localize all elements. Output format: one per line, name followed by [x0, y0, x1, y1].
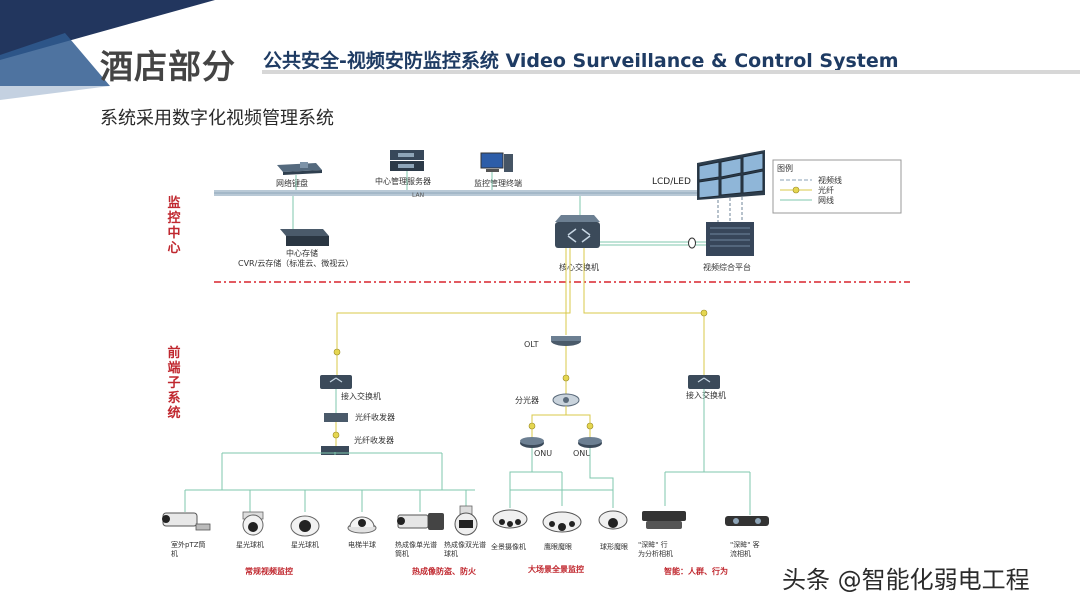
video-platform-label: 视频综合平台 — [703, 262, 751, 272]
camera-label-line: 流相机 — [730, 549, 751, 558]
monitor-terminal-label: 监控管理终端 — [474, 178, 522, 188]
section-label-control-center: 监控中心 — [167, 196, 181, 256]
fiber-node — [333, 348, 341, 356]
lcd-label: LCD/LED — [652, 177, 691, 187]
watermark: 头条 @智能化弱电工程 — [782, 560, 1030, 595]
section-label-frontend: 前端子系统 — [167, 346, 181, 421]
camera-label-line: 为分析相机 — [638, 549, 673, 558]
olt-label: OLT — [524, 340, 539, 349]
camera-label-line: 鹰眼魔眼 — [544, 542, 572, 551]
camera-label: "深眸" 客流相机 — [730, 540, 760, 558]
core-switch-label: 核心交换机 — [559, 262, 599, 272]
camera-label-line: 球形魔眼 — [600, 542, 628, 551]
storage-label-2: CVR/云存储（标准云、微视云） — [238, 258, 353, 268]
central-server-label: 中心管理服务器 — [375, 176, 431, 186]
network-keyboard-icon — [277, 162, 322, 175]
spherical-camera-icon — [598, 510, 628, 530]
page-subtitle: 公共安全-视频安防监控系统 Video Surveillance & Contr… — [263, 50, 899, 72]
onu-icon — [520, 437, 544, 448]
intro-text: 系统采用数字化视频管理系统 — [100, 108, 334, 129]
fiber-node — [562, 374, 570, 382]
camera-label-line: 室外pTZ筒 — [171, 540, 206, 549]
access-switch-right-icon — [688, 375, 720, 389]
people-counting-camera-icon — [725, 516, 769, 526]
camera-label: 星光球机 — [291, 540, 319, 549]
camera-label: 热成像双光谱球机 — [444, 540, 486, 558]
onu2-label: ONU — [573, 449, 591, 458]
legend-video-line: 视频线 — [818, 175, 842, 185]
camera-label: 星光球机 — [236, 540, 264, 549]
fiber-node — [332, 431, 340, 439]
legend-fiber: 光纤 — [818, 185, 834, 195]
camera-label-line: 热成像单光谱 — [395, 540, 437, 549]
group-label-intelligent: 智能：人群、行为 — [664, 566, 728, 576]
thermal-bullet-camera-icon — [397, 513, 444, 530]
camera-label: 鹰眼魔眼 — [544, 542, 572, 551]
title-underline — [262, 70, 1080, 74]
access-switch-right-label: 接入交换机 — [686, 390, 726, 400]
group-label-regular: 常规视频监控 — [245, 566, 293, 576]
fiber-node — [700, 309, 708, 317]
lan-label: LAN — [412, 192, 424, 199]
splitter-icon — [552, 393, 580, 407]
dome-camera-icon — [290, 515, 320, 537]
group-label-panoramic: 大场景全景监控 — [528, 564, 584, 574]
camera-label-line: "深眸" 行 — [638, 540, 668, 549]
fiber-tx2-label: 光纤收发器 — [354, 435, 394, 445]
camera-label: 球形魔眼 — [600, 542, 628, 551]
video-wall-icon — [697, 150, 765, 200]
video-platform-icon — [706, 222, 754, 256]
camera-label-line: 筒机 — [395, 549, 409, 558]
camera-label-line: 热成像双光谱 — [444, 540, 486, 549]
camera-label-line: 机 — [171, 549, 178, 558]
camera-label-line: 星光球机 — [236, 540, 264, 549]
group-label-thermal: 热成像防盗、防火 — [412, 566, 477, 576]
fiber-node — [528, 422, 536, 430]
storage-icon — [280, 229, 329, 246]
camera-label: 室外pTZ筒机 — [171, 540, 206, 558]
fiber-node — [586, 422, 594, 430]
camera-label-line: 全景摄像机 — [491, 542, 526, 551]
camera-label-line: "深眸" 客 — [730, 540, 760, 549]
watermark-text: 头条 @智能化弱电工程 — [782, 566, 1030, 594]
access-switch-left-icon — [320, 375, 352, 389]
panoramic-camera-icon — [492, 509, 528, 529]
fiber-transceiver-icon — [321, 446, 349, 455]
camera-label: "深眸" 行为分析相机 — [638, 540, 673, 558]
thermal-dome-camera-icon — [454, 505, 478, 536]
fiber-transceiver-icon — [324, 413, 348, 422]
bullet-ptz-camera-icon — [162, 512, 211, 531]
fiber-tx1-label: 光纤收发器 — [355, 412, 395, 422]
corner-decoration — [0, 0, 215, 100]
behavior-analysis-camera-icon — [642, 511, 686, 529]
monitor-terminal-icon — [480, 152, 513, 172]
camera-label-line: 球机 — [444, 549, 458, 558]
legend-network: 网线 — [818, 195, 834, 205]
server-icon — [390, 150, 424, 171]
onu1-label: ONU — [534, 449, 552, 458]
camera-label: 电梯半球 — [348, 540, 376, 549]
camera-label: 全景摄像机 — [491, 542, 526, 551]
camera-label: 热成像单光谱筒机 — [395, 540, 437, 558]
core-switch-icon — [555, 215, 600, 248]
olt-icon — [551, 336, 581, 346]
camera-label-line: 星光球机 — [291, 540, 319, 549]
storage-label-1: 中心存储 — [286, 248, 318, 258]
splitter-label: 分光器 — [515, 395, 539, 405]
onu-icon — [578, 437, 602, 448]
page-title: 酒店部分 — [100, 47, 236, 86]
eagle-eye-camera-icon — [542, 511, 582, 533]
legend-title: 图例 — [777, 163, 793, 173]
access-switch-left-label: 接入交换机 — [341, 391, 381, 401]
dome-camera-icon — [242, 511, 264, 536]
legend-box — [772, 159, 902, 214]
camera-label-line: 电梯半球 — [348, 540, 376, 549]
network-keyboard-label: 网络键盘 — [276, 178, 308, 188]
mini-dome-camera-icon — [347, 516, 377, 534]
